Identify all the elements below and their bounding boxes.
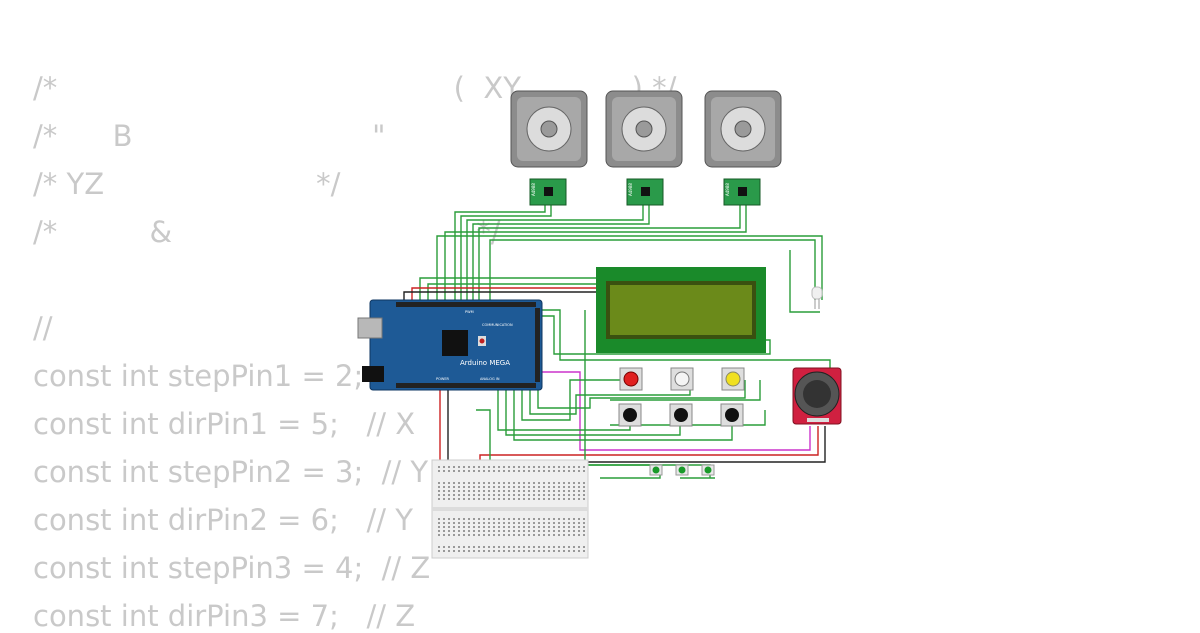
- wire-btn-rail[interactable]: [610, 380, 761, 401]
- code-line-12: const int dirPin3 = 7; // Z: [33, 599, 416, 633]
- driver-1: A4988: [529, 178, 567, 206]
- wire-driver2-a[interactable]: [466, 205, 644, 300]
- wire-led[interactable]: [489, 239, 816, 300]
- wire-joy-1[interactable]: [540, 309, 831, 368]
- led: [811, 286, 823, 309]
- usb-port: [357, 317, 383, 339]
- wire-btn-1[interactable]: [497, 390, 631, 431]
- wire-btn-3[interactable]: [513, 390, 733, 441]
- code-line-11: const int stepPin3 = 4; // Z: [33, 551, 431, 585]
- green-led-2: [675, 464, 689, 476]
- driver-3-label: A4988: [725, 183, 730, 196]
- black-button-1[interactable]: [618, 403, 642, 427]
- wire-btn-5[interactable]: [529, 380, 691, 415]
- wire-led-3[interactable]: [789, 250, 820, 313]
- breadboard: [431, 459, 589, 559]
- power-jack: [362, 366, 384, 382]
- wire-driver1-a[interactable]: [454, 205, 546, 300]
- wire-driver1-b[interactable]: [460, 205, 552, 300]
- wire-btn-rail-2[interactable]: [610, 410, 766, 426]
- driver-1-label: A4988: [531, 183, 536, 196]
- wire-joy-magenta[interactable]: [540, 371, 811, 451]
- wire-btn-6[interactable]: [537, 380, 746, 409]
- black-button-2[interactable]: [669, 403, 693, 427]
- code-line-2: /* B ": [33, 119, 386, 153]
- wire-led-2[interactable]: [436, 235, 823, 300]
- white-button[interactable]: [670, 367, 694, 391]
- wire-driver3-a[interactable]: [478, 205, 741, 300]
- green-led-1: [649, 464, 663, 476]
- code-line-3: /* YZ */: [33, 167, 341, 201]
- wire-btn-2[interactable]: [505, 390, 681, 436]
- code-line-9: const int stepPin2 = 3; // Y: [33, 455, 429, 489]
- comm-label: COMMUNICATION: [482, 323, 513, 327]
- stepper-motor-1: [510, 90, 588, 168]
- wire-driver3-b[interactable]: [444, 205, 747, 300]
- driver-2: A4988: [626, 178, 664, 206]
- wire-btn-4[interactable]: [521, 379, 620, 421]
- board-name: Arduino MEGA: [460, 359, 510, 367]
- top-header: [396, 302, 536, 307]
- yellow-button[interactable]: [721, 367, 745, 391]
- wire-lcd-1[interactable]: [419, 277, 600, 300]
- wire-lcd-power[interactable]: [411, 287, 600, 300]
- power-label: POWER: [436, 377, 450, 381]
- joystick-module[interactable]: [792, 367, 842, 425]
- code-line-8: const int dirPin1 = 5; // X: [33, 407, 416, 441]
- driver-2-label: A4988: [628, 183, 633, 196]
- analog-label: ANALOG IN: [480, 377, 500, 381]
- green-led-3: [701, 464, 715, 476]
- driver-3: A4988: [723, 178, 761, 206]
- black-button-3[interactable]: [720, 403, 744, 427]
- stepper-motor-3: [704, 90, 782, 168]
- lcd-display: [596, 267, 766, 353]
- wire-lcd-2[interactable]: [427, 283, 600, 300]
- code-line-6: //: [33, 311, 53, 345]
- side-header: [535, 308, 540, 382]
- wire-lcd-gnd[interactable]: [403, 291, 600, 300]
- pwm-label: PWM: [465, 310, 474, 314]
- wire-driver2-b[interactable]: [472, 205, 650, 300]
- mcu-chip: [442, 330, 468, 356]
- arduino-mega: Arduino MEGA PWM COMMUNICATION POWER ANA…: [357, 299, 543, 391]
- code-line-10: const int dirPin2 = 6; // Y: [33, 503, 414, 537]
- red-button[interactable]: [619, 367, 643, 391]
- bottom-header: [396, 383, 536, 388]
- stepper-motor-2: [605, 90, 683, 168]
